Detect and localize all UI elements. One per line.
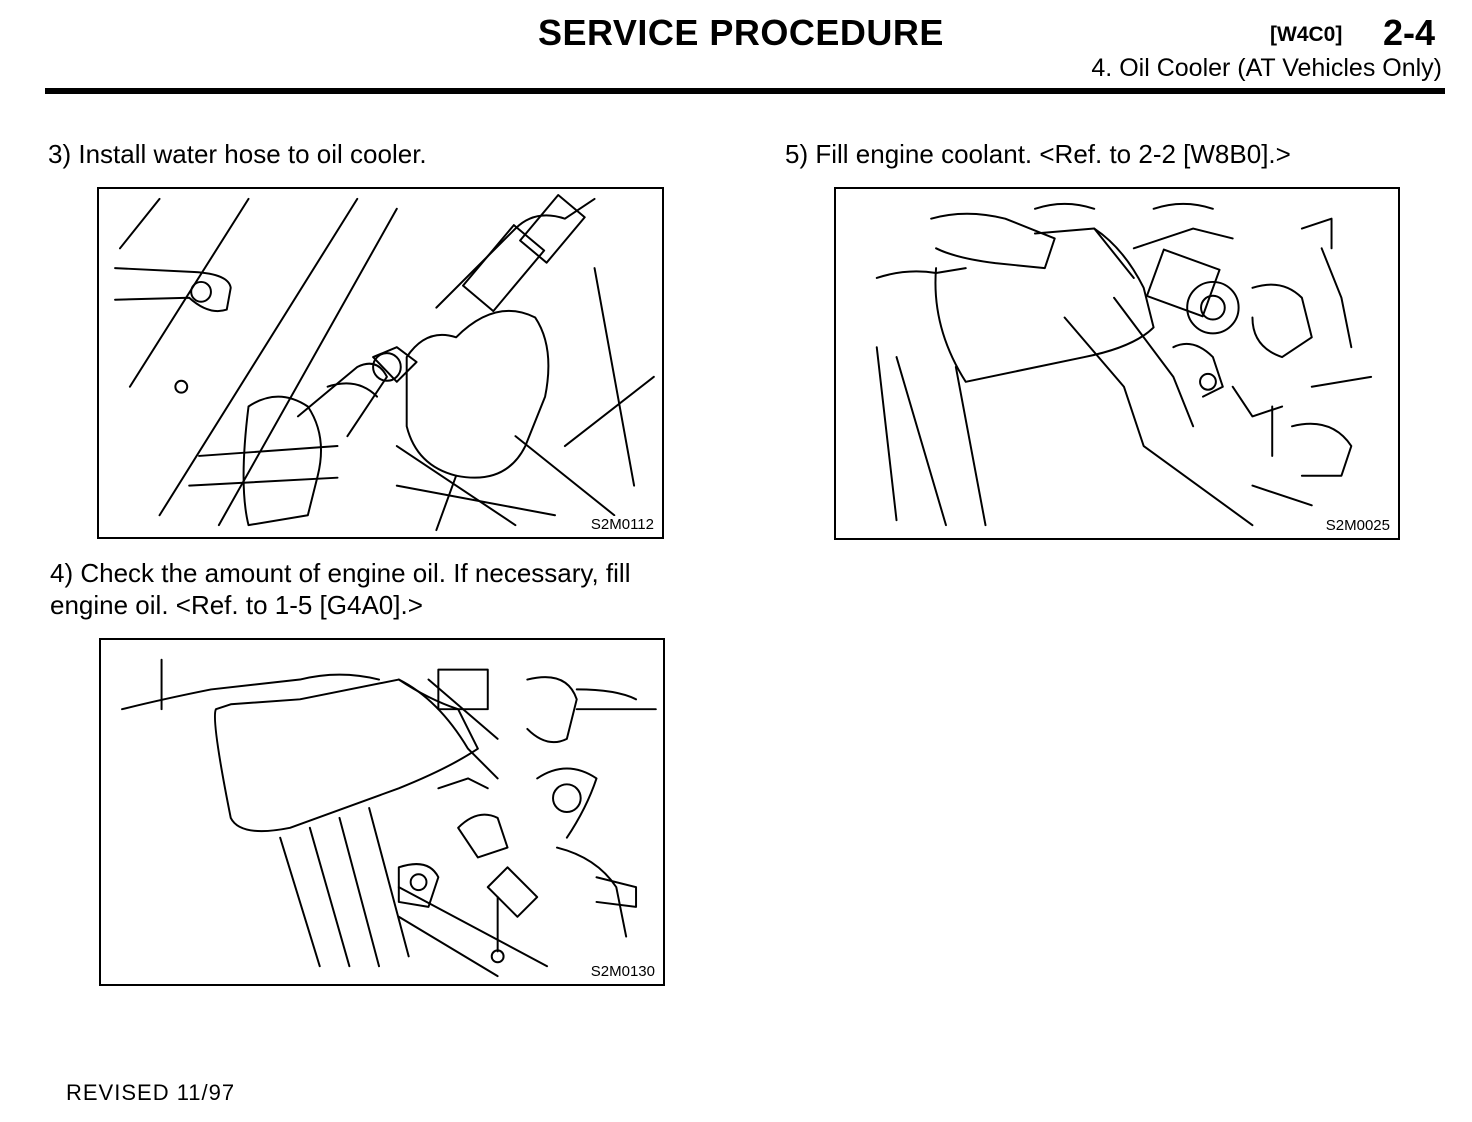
step-4-text-line2: engine oil. <Ref. to 1-5 [G4A0].> <box>50 590 423 620</box>
figure-code-label: S2M0112 <box>588 516 656 533</box>
figure-fill-engine-coolant: S2M0025 <box>834 187 1400 540</box>
page-number: 2-4 <box>1383 12 1436 53</box>
figure-install-water-hose: S2M0112 <box>97 187 664 539</box>
section-subtitle: 4. Oil Cooler (AT Vehicles Only) <box>1091 54 1442 82</box>
figure-check-engine-oil: S2M0130 <box>99 638 665 986</box>
section-code: [W4C0] <box>1270 23 1343 46</box>
page-title: SERVICE PROCEDURE <box>538 12 944 53</box>
step-5-text: 5) Fill engine coolant. <Ref. to 2-2 [W8… <box>785 139 1291 169</box>
header-rule <box>45 88 1445 94</box>
step-3-text: 3) Install water hose to oil cooler. <box>48 139 427 169</box>
figure-code-label: S2M0130 <box>588 963 657 980</box>
revision-note: REVISED 11/97 <box>66 1080 236 1105</box>
engine-oil-illustration <box>121 658 657 978</box>
step-4-text-line1: 4) Check the amount of engine oil. If ne… <box>50 558 631 588</box>
figure-code-label: S2M0025 <box>1323 517 1392 534</box>
engine-coolant-illustration <box>875 202 1373 527</box>
water-hose-illustration <box>114 194 655 532</box>
